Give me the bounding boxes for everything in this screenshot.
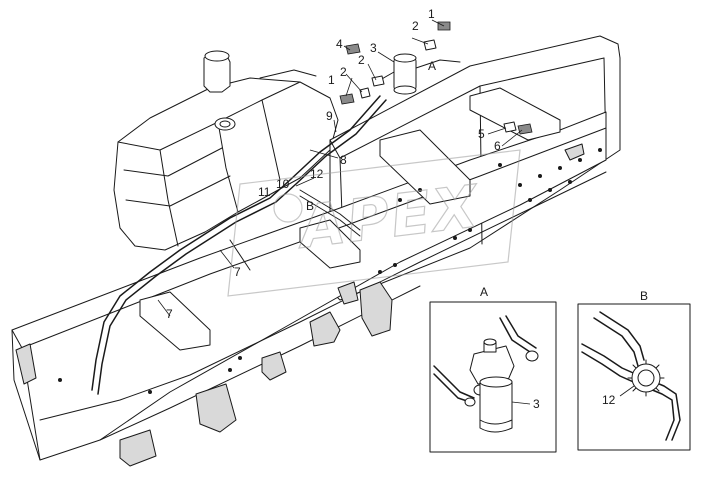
detail-b-title: B [640,289,648,303]
detail-a: A 3 [429,285,557,453]
callout-1-left: 1 [328,73,335,87]
fuel-tank [113,50,339,251]
callout-8: 8 [340,153,347,167]
callout-12-main: 12 [310,167,324,181]
detail-a-title: A [480,285,488,299]
callout-labels: 1 2 3 4 2 1 2 A 9 5 6 8 12 10 11 B 7 7 [166,7,501,321]
callout-3: 3 [370,41,377,55]
callout-2-top: 2 [412,19,419,33]
callout-4: 4 [336,37,343,51]
callout-A-main: A [428,59,436,73]
detail-b-callout-12: 12 [602,393,616,407]
fuel-filter-assembly [339,21,533,135]
callout-7-upper: 7 [234,265,241,279]
callout-5: 5 [478,127,485,141]
callout-9: 9 [326,109,333,123]
callout-11: 11 [258,185,271,199]
pipe-clip-12 [627,359,665,397]
callout-1-top: 1 [428,7,435,21]
detail-b: B 12 [577,289,691,451]
callout-B-main: B [306,199,314,213]
leader-lines [157,19,523,317]
callout-6: 6 [494,139,501,153]
callout-2-left: 2 [340,65,347,79]
callout-10: 10 [276,177,290,191]
fuel-lines [91,95,387,395]
callout-7-lower: 7 [166,307,173,321]
callout-2-mid: 2 [358,53,365,67]
detail-a-callout-3: 3 [533,397,540,411]
